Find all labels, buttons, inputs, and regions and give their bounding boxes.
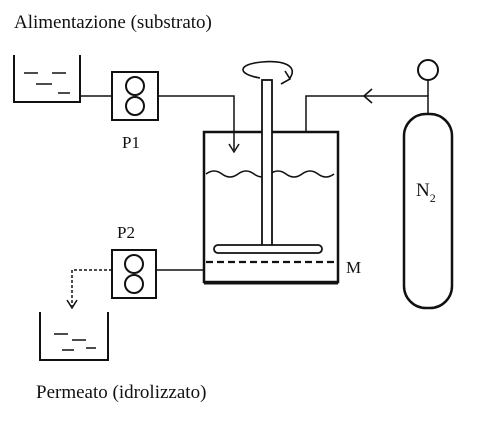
feed-pipe-to-reactor xyxy=(158,95,235,150)
permeate-pipe-to-tank xyxy=(71,269,112,306)
permeate-tank xyxy=(39,312,109,361)
nitrogen-cylinder xyxy=(402,112,454,310)
rotation-arrow-icon xyxy=(242,60,293,79)
rotation-arrowhead xyxy=(280,70,292,85)
stirrer-shaft xyxy=(261,79,273,251)
feed-arrow-icon xyxy=(228,143,240,154)
pressure-gauge-icon xyxy=(417,59,439,81)
permeate-arrow-icon xyxy=(66,299,78,310)
gas-label: N2 xyxy=(416,180,436,205)
permeate-label: Permeato (idrolizzato) xyxy=(36,382,206,403)
gas-arrow-icon xyxy=(362,88,373,104)
pump-p2 xyxy=(111,249,157,299)
gas-line xyxy=(305,95,429,132)
impeller-blade xyxy=(213,244,323,254)
pump-p1-label: P1 xyxy=(122,133,140,152)
pump-p2-label: P2 xyxy=(117,223,135,242)
feed-label: Alimentazione (substrato) xyxy=(14,12,212,33)
pump-p1 xyxy=(111,71,159,121)
membrane-label: M xyxy=(346,258,361,277)
feed-tank xyxy=(13,55,81,103)
